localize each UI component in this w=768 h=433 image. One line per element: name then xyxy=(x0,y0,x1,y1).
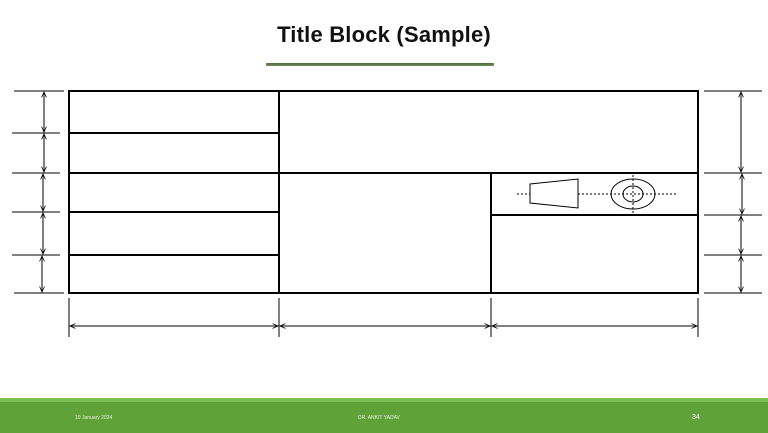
left-dimensions xyxy=(12,90,64,294)
slide-title: Title Block (Sample) xyxy=(277,22,491,47)
title-block-frame xyxy=(68,90,699,294)
footer-bar: 10 January 2024 DR. ANKIT YADAV 34 xyxy=(0,398,768,433)
projection-symbol-frustum xyxy=(529,178,579,209)
bottom-dimensions xyxy=(68,298,699,337)
page-number: 34 xyxy=(692,414,700,421)
right-dimensions xyxy=(704,90,762,294)
projection-symbol xyxy=(517,175,676,214)
title-underline xyxy=(266,63,494,66)
footer-author: DR. ANKIT YADAV xyxy=(358,415,400,421)
footer-date: 10 January 2024 xyxy=(75,415,113,421)
